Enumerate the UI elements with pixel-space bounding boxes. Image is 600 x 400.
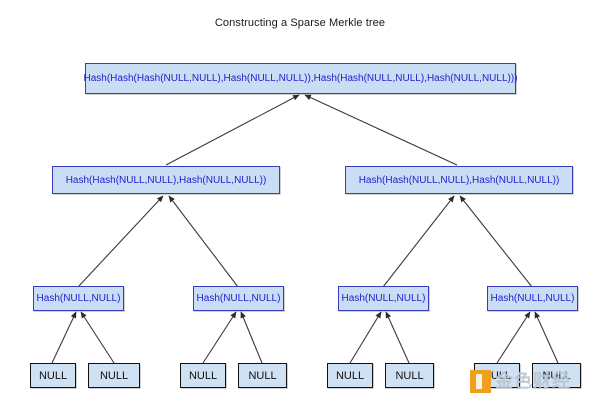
- tree-node-level3-2-label: Hash(NULL,NULL): [341, 293, 426, 304]
- tree-node-level3-3-label: Hash(NULL,NULL): [490, 293, 575, 304]
- tree-leaf-7-label: NULL: [542, 369, 571, 382]
- tree-leaf-7[interactable]: NULL: [532, 363, 581, 388]
- tree-leaf-5[interactable]: NULL: [385, 363, 434, 388]
- tree-leaf-0-label: NULL: [38, 369, 68, 382]
- tree-leaf-3-label: NULL: [248, 369, 277, 382]
- edge-l2l-left: [77, 195, 164, 288]
- tree-leaf-2-label: NULL: [188, 369, 218, 382]
- tree-node-level3-1-label: Hash(NULL,NULL): [196, 293, 281, 304]
- tree-node-level3-3[interactable]: Hash(NULL,NULL): [487, 286, 578, 311]
- tree-leaf-4[interactable]: NULL: [327, 363, 373, 388]
- edge-l3d-right: [534, 311, 559, 364]
- tree-node-root-label: Hash(Hash(Hash(NULL,NULL),Hash(NULL,NULL…: [83, 73, 518, 84]
- edge-root-right: [304, 94, 458, 166]
- diagram-title: Constructing a Sparse Merkle tree: [214, 17, 386, 29]
- edge-root-left: [165, 94, 300, 166]
- edge-l3b-left: [202, 311, 237, 364]
- tree-leaf-5-label: NULL: [395, 369, 424, 382]
- edge-l3d-left: [496, 311, 531, 364]
- tree-leaf-6-label: NULL: [482, 369, 512, 382]
- tree-leaf-4-label: NULL: [335, 369, 365, 382]
- tree-node-level3-0[interactable]: Hash(NULL,NULL): [33, 286, 124, 311]
- tree-node-level3-0-label: Hash(NULL,NULL): [36, 293, 121, 304]
- tree-node-root[interactable]: Hash(Hash(Hash(NULL,NULL),Hash(NULL,NULL…: [83, 63, 518, 94]
- edge-l2r-left: [382, 195, 455, 288]
- edge-l2l-right: [168, 195, 239, 288]
- tree-node-level3-2[interactable]: Hash(NULL,NULL): [338, 286, 429, 311]
- tree-leaf-6[interactable]: NULL: [474, 363, 520, 388]
- tree-node-level2-0-label: Hash(Hash(NULL,NULL),Hash(NULL,NULL)): [65, 174, 267, 186]
- tree-leaf-2[interactable]: NULL: [180, 363, 226, 388]
- tree-node-level2-1[interactable]: Hash(Hash(NULL,NULL),Hash(NULL,NULL)): [345, 166, 573, 194]
- edge-l3c-left: [349, 311, 382, 364]
- tree-leaf-0[interactable]: NULL: [30, 363, 76, 388]
- edge-l2r-right: [459, 195, 533, 288]
- edge-l3c-right: [385, 311, 410, 364]
- edge-l3b-right: [240, 311, 263, 364]
- tree-node-level2-0[interactable]: Hash(Hash(NULL,NULL),Hash(NULL,NULL)): [52, 166, 280, 194]
- tree-node-level2-1-label: Hash(Hash(NULL,NULL),Hash(NULL,NULL)): [358, 174, 560, 186]
- tree-leaf-1-label: NULL: [99, 369, 129, 382]
- edge-l3a-right: [80, 311, 115, 364]
- tree-leaf-1[interactable]: NULL: [88, 363, 140, 388]
- tree-node-level3-1[interactable]: Hash(NULL,NULL): [193, 286, 284, 311]
- edge-l3a-left: [51, 311, 77, 364]
- tree-leaf-3[interactable]: NULL: [238, 363, 287, 388]
